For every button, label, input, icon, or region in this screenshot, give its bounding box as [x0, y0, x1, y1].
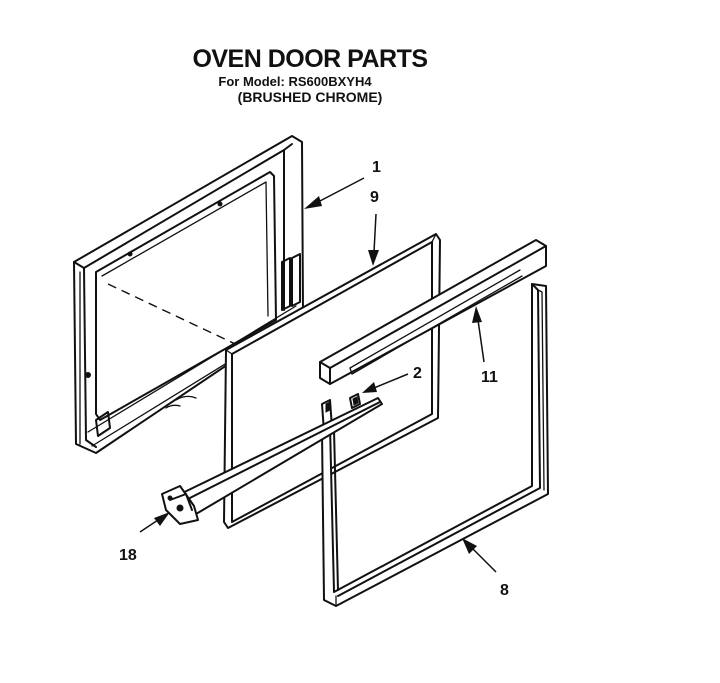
upper-channel — [319, 239, 547, 385]
callout-9: 9 — [370, 189, 379, 206]
callout-1: 1 — [372, 159, 381, 176]
callout-8: 8 — [500, 582, 509, 599]
lower-hinge-rail — [161, 397, 383, 525]
callout-18: 18 — [119, 547, 137, 564]
finish-label: (BRUSHED CHROME) — [237, 89, 383, 105]
title-block: OVEN DOOR PARTS For Model: RS600BXYH4 (B… — [150, 44, 470, 106]
leader-lines — [139, 177, 497, 573]
inner-door-frame — [73, 135, 304, 454]
model-line: For Model: RS600BXYH4 — [218, 74, 372, 89]
door-clip — [349, 393, 361, 409]
diagram-title: OVEN DOOR PARTS — [192, 45, 428, 73]
callout-2: 2 — [413, 365, 422, 382]
callout-11: 11 — [481, 369, 498, 386]
